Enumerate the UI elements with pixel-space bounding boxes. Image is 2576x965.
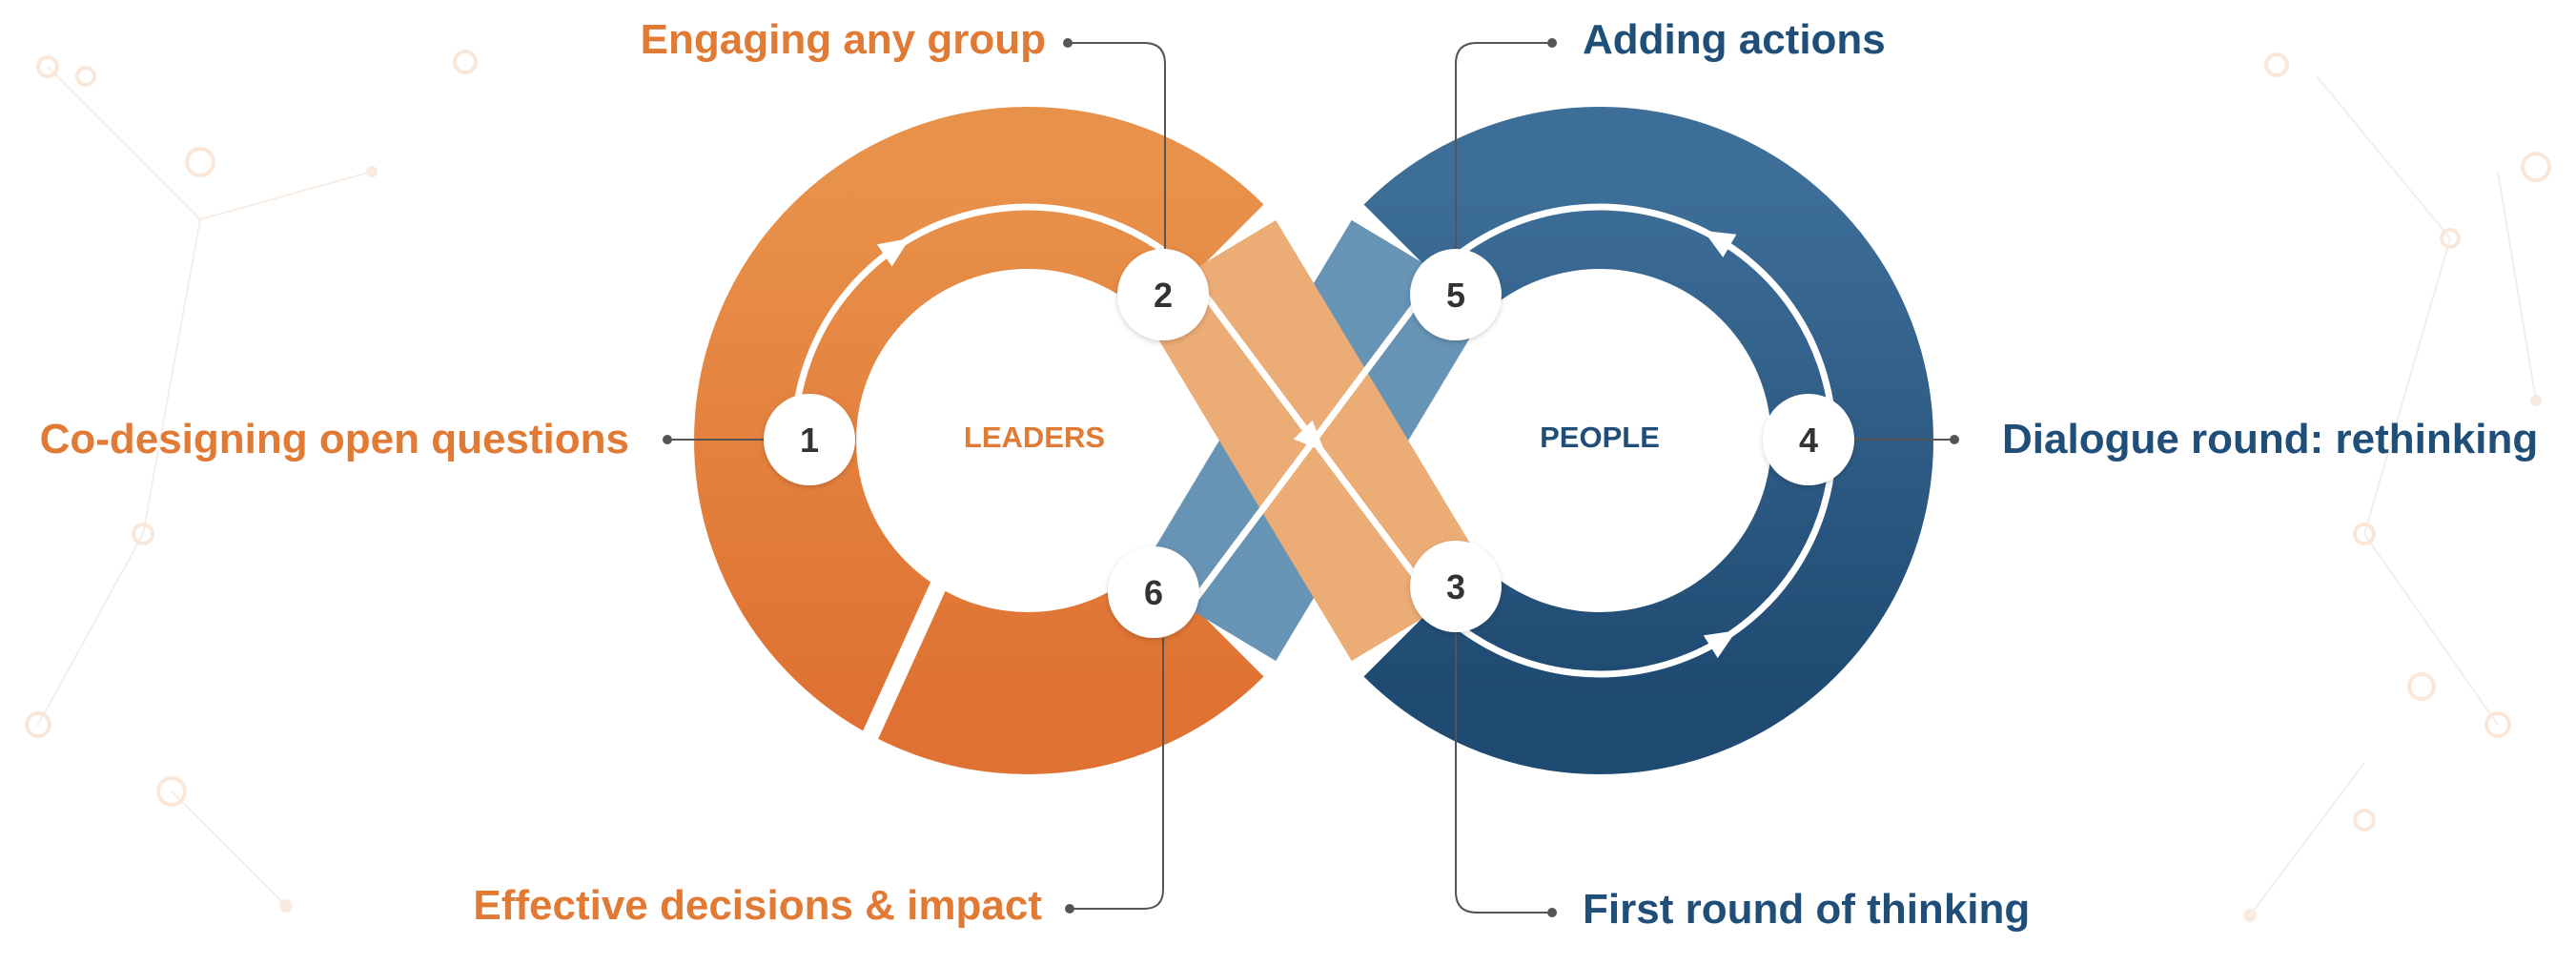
leader-line-3-dot [1547, 908, 1557, 917]
leader-line-3 [1455, 632, 1552, 914]
step-node-6: 6 [1108, 546, 1199, 638]
people-arrowhead-bottom [1703, 630, 1737, 659]
step-label-6: Effective decisions & impact [473, 882, 1042, 929]
step-label-3: First round of thinking [1583, 886, 2030, 933]
leaders-arrowhead [876, 237, 910, 267]
leader-line-5 [1455, 42, 1552, 249]
people-arrowhead-top [1703, 230, 1737, 257]
step-node-2: 2 [1117, 249, 1209, 340]
leaders-flow-arrow-a [790, 203, 1080, 453]
leader-line-2-dot [1063, 38, 1073, 48]
svg-text:6: 6 [1144, 573, 1163, 612]
step-node-5: 5 [1410, 249, 1502, 340]
svg-text:2: 2 [1154, 276, 1173, 315]
crossing-arrowhead-2-3 [1293, 420, 1325, 452]
people-flow-arrow-b [1440, 203, 1837, 444]
step-label-1: Co-designing open questions [40, 416, 629, 462]
leader-line-4-dot [1950, 435, 1959, 444]
leader-line-6-dot [1065, 904, 1074, 914]
step-label-4: Dialogue round: rethinking [2002, 416, 2538, 462]
leader-line-1-dot [663, 435, 672, 444]
step-label-2: Engaging any group [641, 16, 1046, 63]
leaders-ring-gap [858, 574, 951, 748]
people-center-label: PEOPLE [1540, 421, 1660, 454]
leader-line-6 [1070, 638, 1164, 910]
step-node-1: 1 [764, 394, 855, 485]
step-node-3: 3 [1410, 541, 1502, 632]
svg-text:3: 3 [1446, 567, 1465, 606]
leader-line-2 [1068, 42, 1166, 249]
callout-leader-lines [663, 38, 1959, 917]
background-network-decoration [25, 50, 2551, 922]
svg-text:4: 4 [1799, 421, 1818, 460]
svg-text:5: 5 [1446, 276, 1465, 315]
flow-arrows [790, 203, 1837, 678]
svg-text:1: 1 [800, 421, 819, 460]
leaders-center-label: LEADERS [964, 421, 1105, 454]
people-flow-arrow-a [1440, 437, 1837, 678]
step-node-4: 4 [1763, 394, 1854, 485]
step-label-5: Adding actions [1583, 16, 1886, 63]
leader-line-5-dot [1547, 38, 1557, 48]
